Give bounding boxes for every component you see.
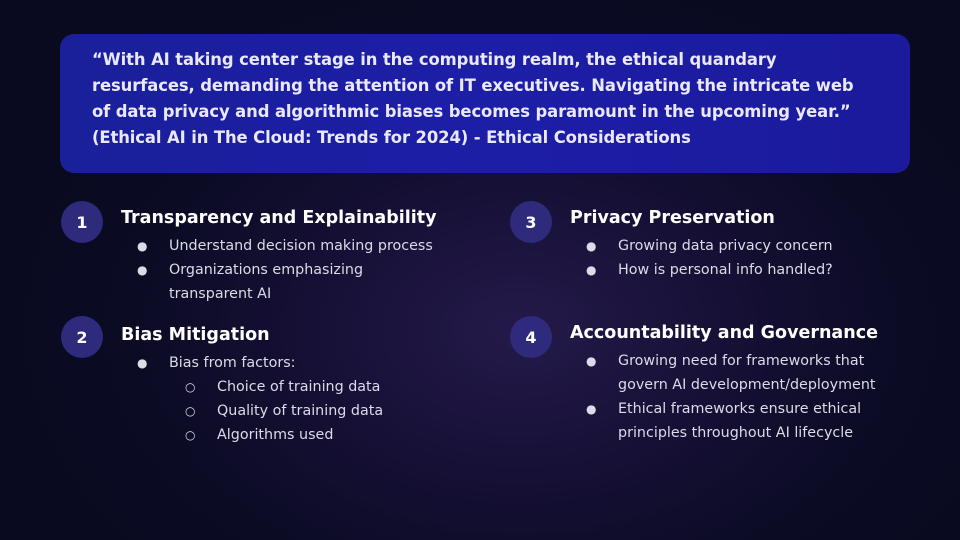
bullet-icon: ● [137, 239, 148, 253]
number-badge: 3 [510, 201, 552, 243]
sub-bullet-icon: ○ [185, 380, 196, 394]
list-item: ○Choice of training data [169, 375, 491, 399]
bullet-icon: ● [586, 402, 597, 416]
sub-bullet-list: ○Choice of training data ○Quality of tra… [169, 375, 491, 447]
bullet-list: ●Bias from factors: ○Choice of training … [121, 351, 491, 447]
bullet-list: ●Understand decision making process ●Org… [121, 234, 491, 306]
sub-bullet-icon: ○ [185, 428, 196, 442]
quote-box: “With AI taking center stage in the comp… [60, 34, 910, 173]
list-item: ●Bias from factors: ○Choice of training … [121, 351, 491, 447]
list-item: ●Growing data privacy concern [570, 234, 940, 258]
bullet-icon: ● [586, 239, 597, 253]
bullet-icon: ● [137, 263, 148, 277]
number-badge: 4 [510, 316, 552, 358]
item-title: Bias Mitigation [121, 325, 270, 345]
item-title: Privacy Preservation [570, 208, 775, 228]
item-title: Accountability and Governance [570, 323, 878, 343]
quote-line: of data privacy and algorithmic biases b… [92, 102, 851, 121]
list-item: ○Quality of training data [169, 399, 491, 423]
bullet-list: ●Growing data privacy concern ●How is pe… [570, 234, 940, 282]
number-badge: 1 [61, 201, 103, 243]
quote-line: “With AI taking center stage in the comp… [92, 50, 777, 69]
list-item: ●How is personal info handled? [570, 258, 940, 282]
list-item: ●Understand decision making process [121, 234, 491, 258]
bullet-icon: ● [586, 354, 597, 368]
sub-bullet-icon: ○ [185, 404, 196, 418]
quote-text: “With AI taking center stage in the comp… [92, 47, 890, 151]
list-item: ○Algorithms used [169, 423, 491, 447]
item-title: Transparency and Explainability [121, 208, 437, 228]
number-badge: 2 [61, 316, 103, 358]
quote-line: resurfaces, demanding the attention of I… [92, 76, 854, 95]
bullet-icon: ● [586, 263, 597, 277]
quote-line: (Ethical AI in The Cloud: Trends for 202… [92, 128, 691, 147]
bullet-icon: ● [137, 356, 148, 370]
